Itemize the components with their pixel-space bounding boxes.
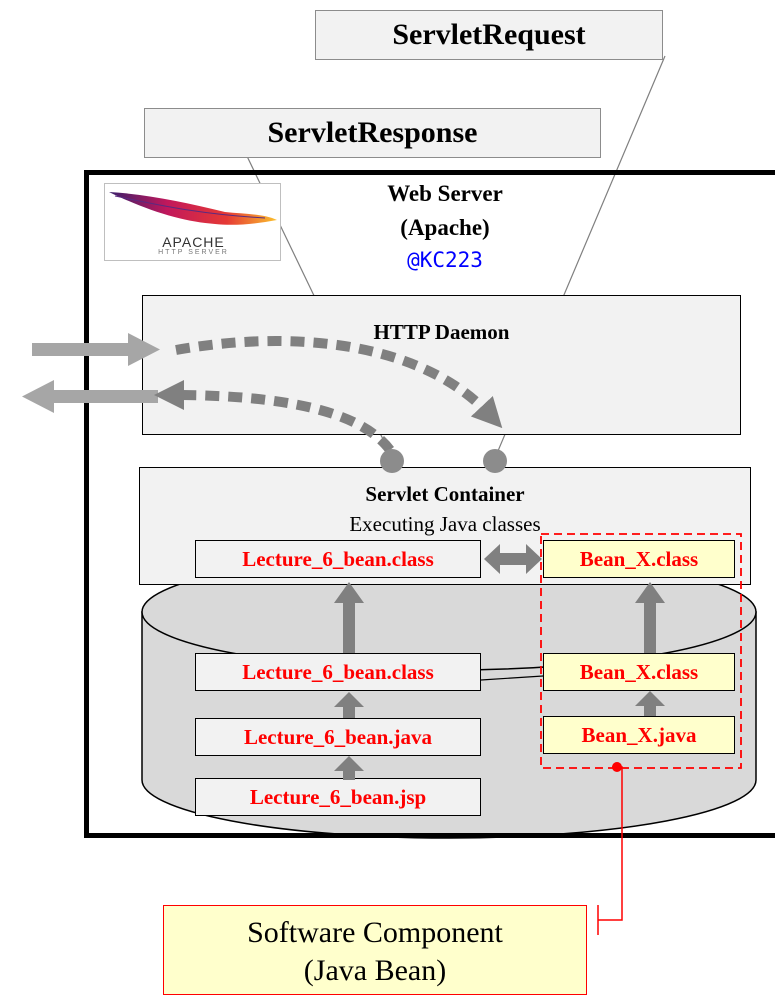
jsp-file-label: Lecture_6_bean.jsp <box>249 784 427 809</box>
jsp-file-box: Lecture_6_bean.jsp <box>195 778 481 816</box>
web-server-subtitle: (Apache) <box>400 215 490 240</box>
http-daemon-title: HTTP Daemon <box>373 320 510 344</box>
bean-group-bracket <box>597 762 623 935</box>
request-endpoint <box>483 449 507 473</box>
response-endpoint <box>380 449 404 473</box>
servlet-container-subtitle: Executing Java classes <box>349 512 541 536</box>
response-flow-arrow <box>154 380 394 454</box>
loaded-class-label: Lecture_6_bean.class <box>242 546 434 571</box>
bean-java-file-box: Bean_X.java <box>543 716 735 754</box>
outgoing-arrow <box>22 380 158 413</box>
credit-label: @KC223 <box>407 248 483 272</box>
servlet-response-callout: ServletResponse <box>144 108 601 158</box>
apache-logo-subtext: HTTP SERVER <box>158 249 229 256</box>
bean-compile-arrow <box>635 691 665 716</box>
class-bean-connector <box>480 675 544 681</box>
software-component-line2: (Java Bean) <box>303 954 447 987</box>
software-component-box: Software Component (Java Bean) <box>163 905 587 995</box>
apache-logo-text: APACHE <box>162 234 225 250</box>
software-component-line1: Software Component <box>247 916 503 949</box>
bean-class-file-label: Bean_X.class <box>579 659 699 684</box>
bean-group-outline <box>540 533 742 769</box>
class-file-label: Lecture_6_bean.class <box>242 659 434 684</box>
class-load-arrow <box>334 582 364 653</box>
java-file-box: Lecture_6_bean.java <box>195 718 481 756</box>
servlet-container-title: Servlet Container <box>365 482 525 506</box>
bean-load-arrow <box>635 582 665 653</box>
servlet-request-label: ServletRequest <box>392 18 586 51</box>
translate-arrow <box>334 756 364 780</box>
servlet-response-label: ServletResponse <box>267 116 478 149</box>
bean-class-file-box: Bean_X.class <box>543 653 735 691</box>
servlet-request-callout: ServletRequest <box>315 10 663 60</box>
request-flow-arrow <box>175 336 503 429</box>
incoming-arrow <box>32 333 160 366</box>
bean-java-file-label: Bean_X.java <box>581 722 697 747</box>
bean-class-running-label: Bean_X.class <box>579 546 699 571</box>
web-server-title: Web Server <box>387 181 503 206</box>
http-daemon-panel: HTTP Daemon <box>142 295 741 435</box>
loaded-class-box: Lecture_6_bean.class <box>195 540 481 578</box>
compile-arrow <box>334 692 364 718</box>
class-file-box: Lecture_6_bean.class <box>195 653 481 691</box>
bean-class-running-box: Bean_X.class <box>543 540 735 578</box>
web-server-frame <box>84 170 775 838</box>
class-bean-link-arrow <box>484 544 542 574</box>
apache-logo: APACHE HTTP SERVER <box>104 183 281 261</box>
java-file-label: Lecture_6_bean.java <box>243 724 432 749</box>
apache-feather-icon <box>109 192 277 225</box>
